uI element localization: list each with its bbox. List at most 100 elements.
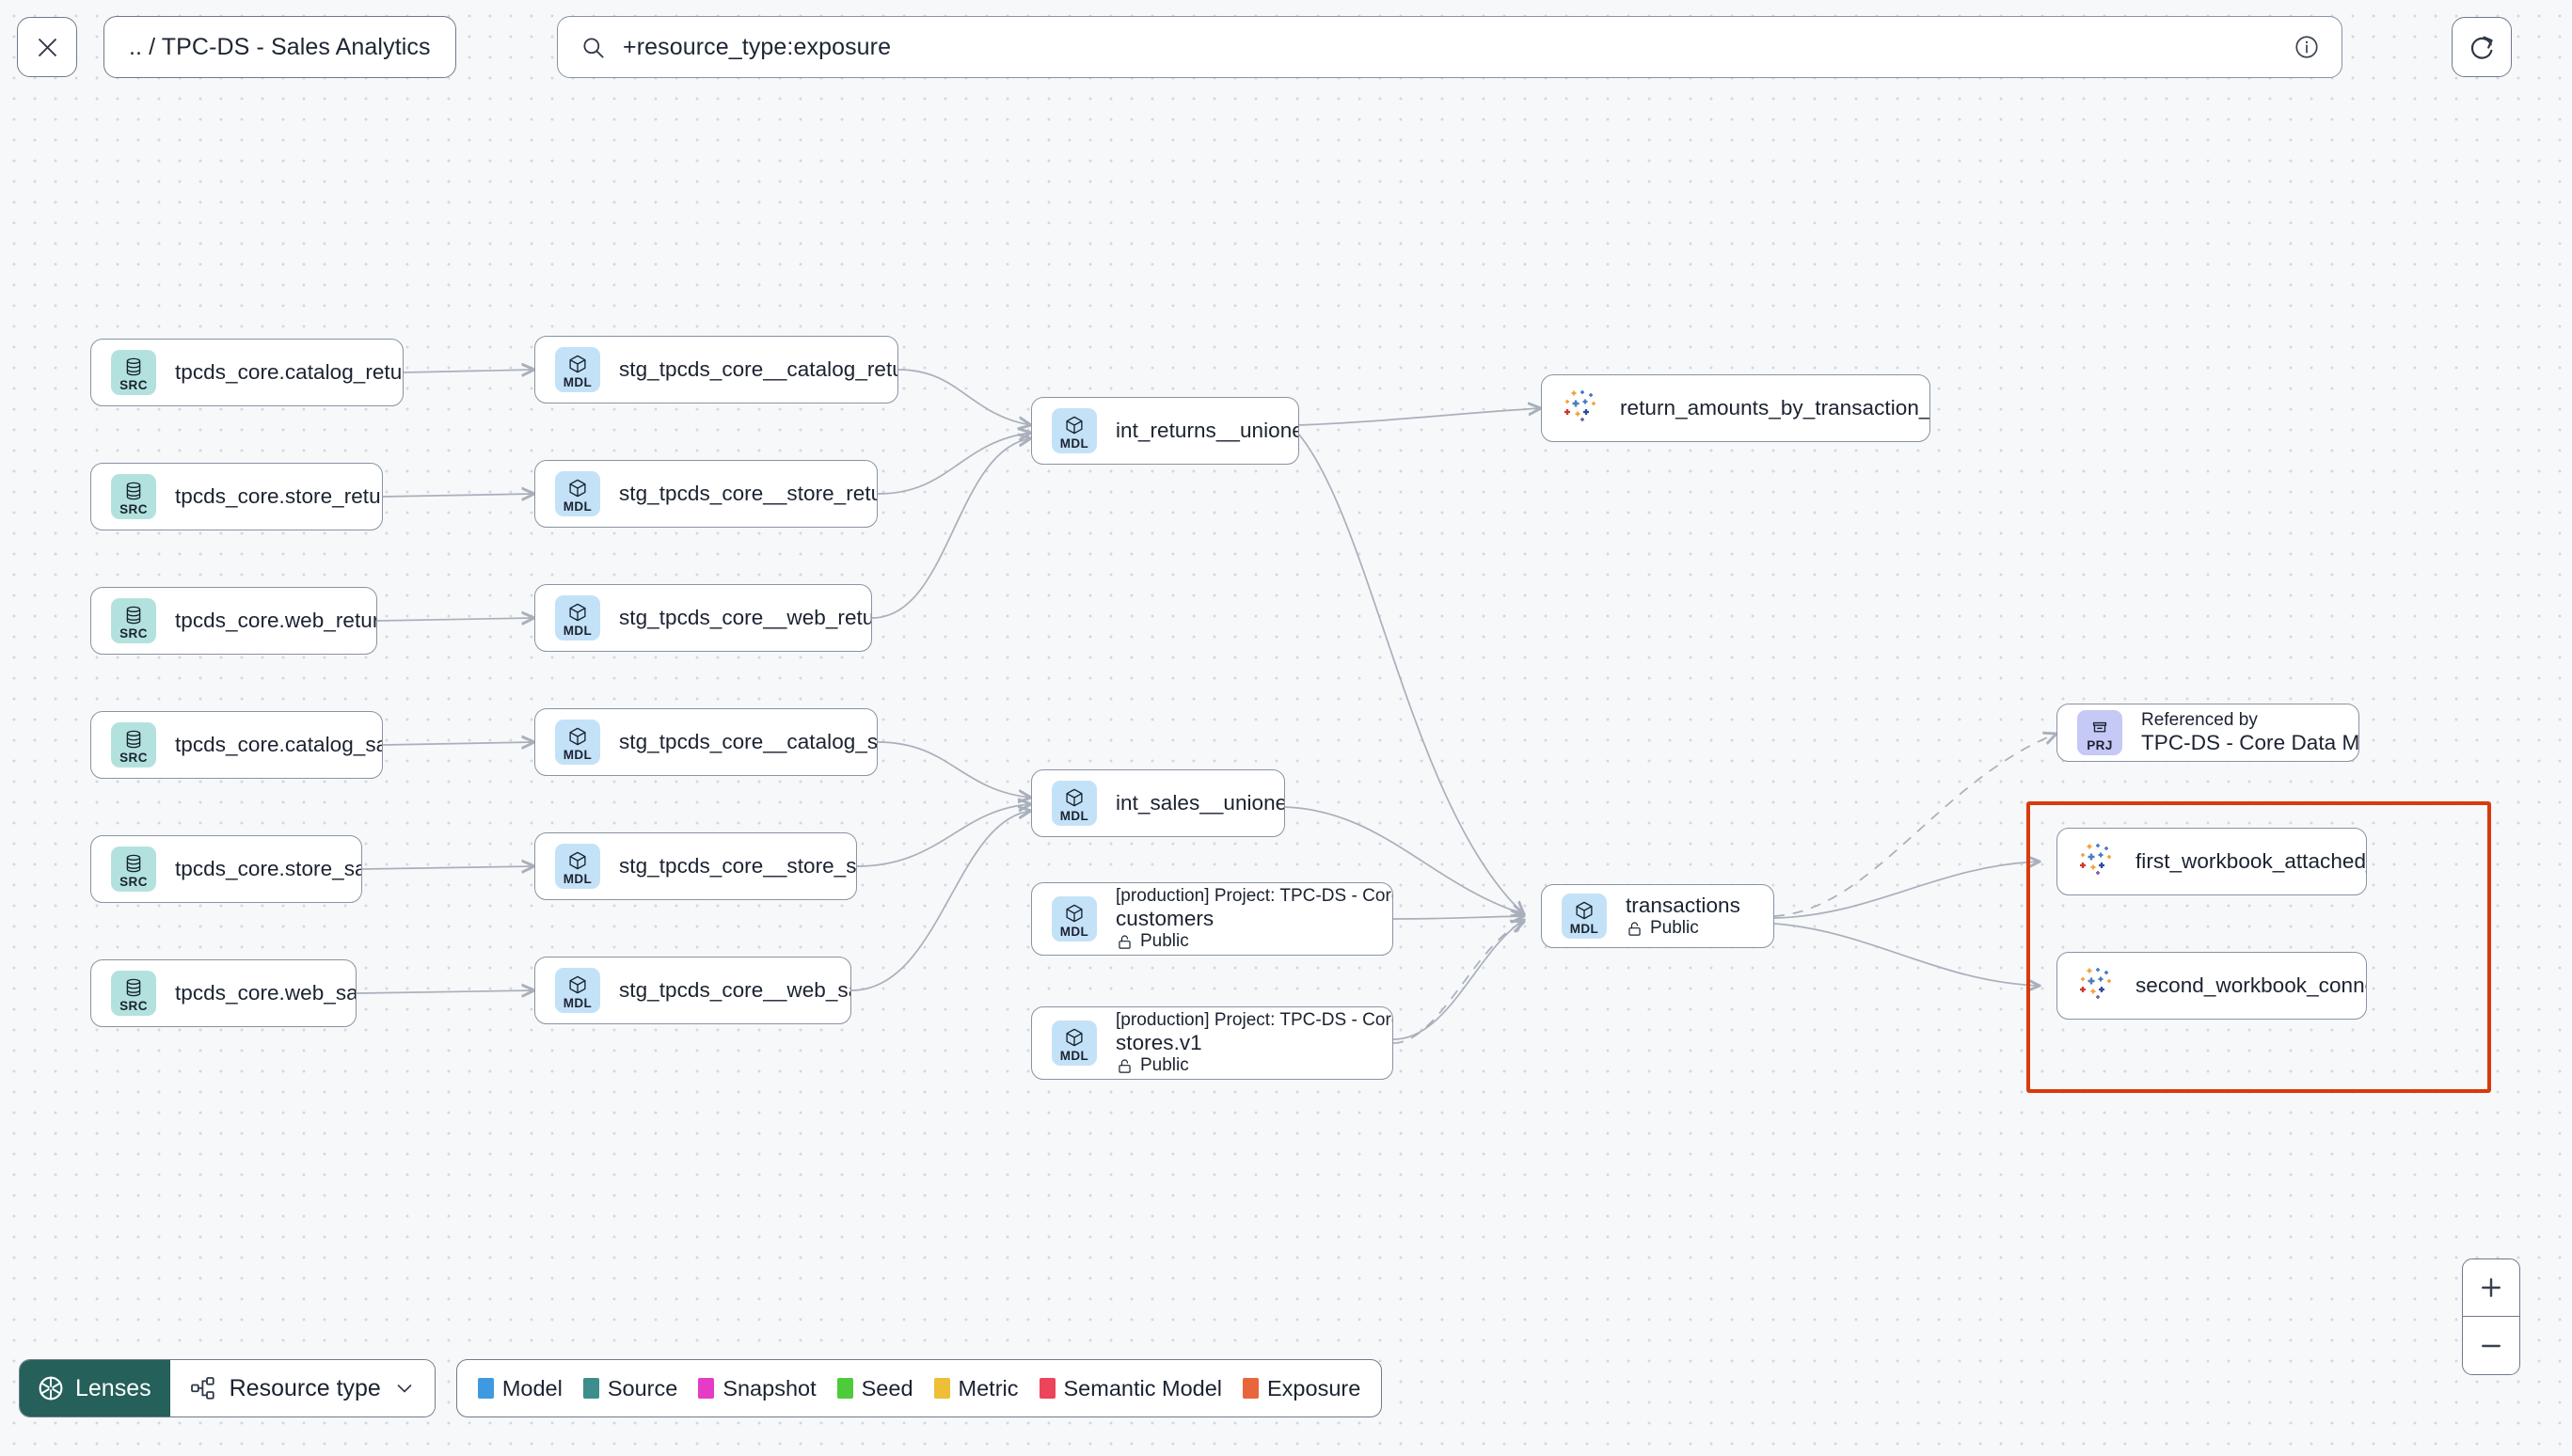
database-icon xyxy=(126,606,141,624)
node-title: second_workbook_connected_to_live… xyxy=(2135,973,2366,997)
unlock-icon xyxy=(1119,1058,1131,1073)
node-title: tpcds_core.web_sales xyxy=(175,981,356,1005)
node-labels: stg_tpcds_core__catalog_returns xyxy=(619,357,897,382)
close-button[interactable] xyxy=(17,17,77,77)
node-visibility: Public xyxy=(1116,931,1392,952)
search-icon xyxy=(583,37,604,58)
node-title: tpcds_core.catalog_sales xyxy=(175,733,382,756)
node-type-code: SRC xyxy=(119,501,148,516)
zoom-in-button[interactable] xyxy=(2463,1259,2519,1317)
legend-swatch xyxy=(582,1378,599,1399)
legend-item-source[interactable]: Source xyxy=(582,1376,677,1401)
graph-node-return_amounts[interactable]: return_amounts_by_transaction_type xyxy=(1541,374,1930,442)
graph-node-exp_first_workbook[interactable]: first_workbook_attached_to_tpc-ds_-_… xyxy=(2056,828,2367,895)
node-type-badge-src: SRC xyxy=(111,847,156,892)
node-labels: second_workbook_connected_to_live… xyxy=(2135,973,2366,998)
zoom-controls xyxy=(2462,1258,2520,1375)
node-type-code: MDL xyxy=(1569,921,1599,936)
legend-item-metric[interactable]: Metric xyxy=(933,1375,1019,1401)
top-toolbar: .. / TPC-DS - Sales Analytics +resource_… xyxy=(0,0,2572,111)
graph-node-stg_catalog_returns[interactable]: MDL stg_tpcds_core__catalog_returns xyxy=(534,336,898,404)
cube-icon xyxy=(1066,788,1083,806)
node-labels: stg_tpcds_core__store_returns xyxy=(619,482,877,506)
node-type-badge-mdl: MDL xyxy=(555,347,600,392)
graph-node-src_web_sales[interactable]: SRC tpcds_core.web_sales xyxy=(90,959,357,1027)
legend-item-semantic-model[interactable]: Semantic Model xyxy=(1039,1375,1223,1401)
graph-node-customers[interactable]: MDL [production] Project: TPC-DS - Core D… xyxy=(1031,882,1393,956)
legend-item-seed[interactable]: Seed xyxy=(836,1376,913,1401)
node-title: customers xyxy=(1116,907,1215,930)
legend-swatch xyxy=(933,1378,950,1399)
legend-item-exposure[interactable]: Exposure xyxy=(1243,1376,1360,1401)
node-title: tpcds_core.store_sales xyxy=(175,857,361,880)
node-labels: tpcds_core.web_returns xyxy=(175,609,376,633)
zoom-out-button[interactable] xyxy=(2463,1317,2519,1374)
search-input[interactable]: +resource_type:exposure xyxy=(557,16,2342,78)
graph-node-exp_second_workbook[interactable]: second_workbook_connected_to_live… xyxy=(2056,952,2367,1020)
refresh-icon xyxy=(2470,36,2493,59)
graph-node-stores_v1[interactable]: MDL[production] Project: TPC-DS - Core D… xyxy=(1031,1006,1393,1080)
graph-node-src_catalog_sales[interactable]: SRC tpcds_core.catalog_sales xyxy=(90,711,383,779)
node-type-badge-mdl: MDL xyxy=(555,720,600,765)
node-type-badge-src: SRC xyxy=(111,474,156,519)
node-type-badge-mdl: MDL xyxy=(1052,896,1097,942)
refresh-button[interactable] xyxy=(2452,17,2512,77)
node-labels: stg_tpcds_core__store_sales xyxy=(619,854,856,878)
node-type-code: SRC xyxy=(119,750,148,765)
node-type-code: MDL xyxy=(1059,924,1089,939)
resource-type-label: Resource type xyxy=(229,1374,381,1401)
node-type-badge-mdl: MDL xyxy=(555,471,600,516)
legend-swatch xyxy=(1039,1378,1056,1399)
search-query-text: +resource_type:exposure xyxy=(623,33,892,60)
breadcrumb[interactable]: .. / TPC-DS - Sales Analytics xyxy=(103,16,456,78)
node-type-badge-mdl: MDL xyxy=(555,968,600,1013)
legend-item-model[interactable]: Model xyxy=(477,1375,563,1401)
graph-node-src_catalog_returns[interactable]: SRC tpcds_core.catalog_returns xyxy=(90,339,404,406)
legend-label: Model xyxy=(501,1375,563,1401)
resource-type-dropdown[interactable]: Resource type xyxy=(169,1360,435,1416)
node-type-code: MDL xyxy=(563,995,593,1010)
legend-swatch xyxy=(836,1378,853,1399)
cube-icon xyxy=(569,603,586,621)
minus-icon xyxy=(2482,1344,2501,1347)
hierarchy-icon xyxy=(190,1377,214,1400)
graph-node-stg_store_returns[interactable]: MDL stg_tpcds_core__store_returns xyxy=(534,460,878,528)
lenses-label: Lenses xyxy=(75,1374,151,1401)
node-type-code: SRC xyxy=(119,998,148,1013)
graph-node-stg_web_sales[interactable]: MDL stg_tpcds_core__web_sales xyxy=(534,957,851,1024)
node-title: tpcds_core.catalog_returns xyxy=(175,360,403,384)
lenses-button[interactable]: Lenses xyxy=(20,1360,170,1416)
graph-node-src_store_sales[interactable]: SRC tpcds_core.store_sales xyxy=(90,835,362,903)
node-type-badge-src: SRC xyxy=(111,350,156,395)
unlock-icon xyxy=(1628,921,1641,936)
info-icon[interactable] xyxy=(2293,33,2321,61)
legend-label: Semantic Model xyxy=(1063,1375,1223,1401)
node-labels: stg_tpcds_core__web_sales xyxy=(619,978,850,1003)
cube-icon xyxy=(1576,901,1593,919)
database-icon xyxy=(126,482,141,499)
node-labels: [production] Project: TPC-DS - Core Data… xyxy=(1116,886,1392,952)
database-icon xyxy=(126,978,141,996)
legend-label: Metric xyxy=(958,1375,1019,1401)
node-type-code: MDL xyxy=(563,747,593,762)
legend-swatch xyxy=(477,1378,494,1399)
node-type-badge-mdl: MDL xyxy=(1052,408,1097,453)
node-title: return_amounts_by_transaction_type xyxy=(1620,396,1929,419)
legend-item-snapshot[interactable]: Snapshot xyxy=(698,1376,817,1401)
node-title: first_workbook_attached_to_tpc-ds_-_… xyxy=(2135,849,2366,873)
node-type-code: MDL xyxy=(1059,808,1089,823)
node-subtitle: Referenced by xyxy=(2141,710,2258,730)
database-icon xyxy=(126,730,141,748)
